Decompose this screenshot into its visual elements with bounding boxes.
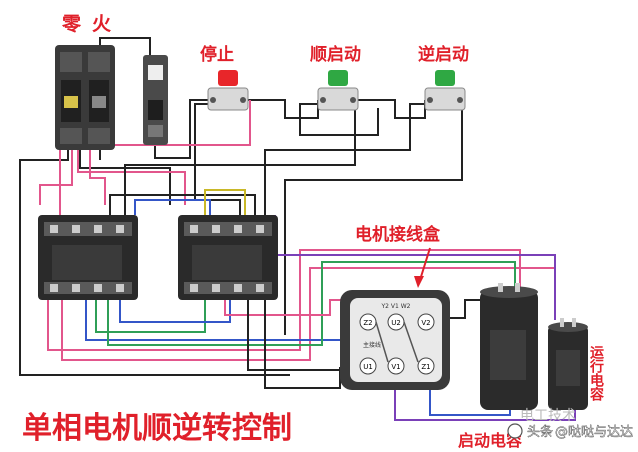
reverse-start-button[interactable]: [424, 70, 466, 111]
svg-text:V1: V1: [391, 363, 400, 371]
wire-live-k1: [89, 150, 106, 205]
internal-link-1: [375, 321, 389, 363]
label-live: 火: [92, 13, 112, 35]
svg-text:Z2: Z2: [363, 319, 372, 327]
label-reverse-start: 逆启动: [418, 44, 469, 65]
wire-interlock-2: [109, 194, 256, 215]
wire-k2-out-a: [224, 299, 350, 316]
watermark-handle: @哒哒与达达: [555, 424, 633, 440]
junction-box-arrow-head: [414, 276, 424, 288]
diagram-title: 单相电机顺逆转控制: [22, 411, 292, 446]
label-stop: 停止: [200, 44, 234, 65]
terminal-z1: Z1: [417, 357, 435, 375]
wire-reverse-bottom: [264, 103, 425, 215]
wire-stop-forward: [248, 99, 319, 119]
contactor-forward: [38, 215, 138, 300]
terminal-plate-header: Y2 V1 W2: [381, 303, 411, 310]
terminal-z2: Z2: [359, 313, 377, 331]
svg-text:V2: V2: [421, 319, 430, 327]
motor-junction-box: Y2 V1 W2 主接线 Z2 U2 V2 U1 V1 Z1: [340, 290, 450, 390]
wire-k1-hold: [134, 199, 211, 215]
svg-text:Z1: Z1: [421, 363, 430, 371]
internal-link-2: [403, 321, 419, 363]
contactor-reverse: [178, 215, 278, 300]
svg-text:U2: U2: [391, 319, 401, 327]
forward-start-button[interactable]: [317, 70, 359, 111]
svg-text:U1: U1: [363, 363, 373, 371]
terminal-v2: V2: [417, 313, 435, 331]
junction-box-arrow: [419, 247, 431, 281]
wire-forward-bottom: [299, 103, 379, 136]
start-capacitor: [480, 283, 538, 410]
wire-reverse-k2: [284, 104, 463, 335]
wire-yellow: [204, 189, 246, 215]
stop-button[interactable]: [207, 70, 249, 111]
wire-live-to-fuse: [99, 37, 151, 160]
wire-k1-out-d: [95, 300, 206, 333]
wire-k1-out-f: [107, 261, 516, 346]
wire-forward-reverse: [355, 99, 426, 119]
circuit-breaker: [55, 45, 115, 150]
terminal-plate-note: 主接线: [363, 341, 381, 349]
wire-k1-out-c: [85, 300, 340, 341]
watermark-logo-icon: [507, 423, 523, 439]
run-capacitor: [548, 318, 588, 410]
watermark: 电工技术 头条 @哒哒与达达: [507, 408, 633, 440]
label-run-capacitor: 运行电容: [588, 345, 605, 401]
wire-neutral-main: [19, 150, 290, 376]
wire-stop-down: [194, 103, 241, 215]
label-start-capacitor: 启动电容: [458, 431, 522, 450]
terminal-u2: U2: [387, 313, 405, 331]
terminal-u1: U1: [359, 357, 377, 375]
wire-k2-neutral: [77, 150, 186, 205]
label-forward-start: 顺启动: [310, 44, 361, 65]
wire-fuse-out: [154, 99, 208, 159]
label-neutral: 零: [61, 13, 82, 35]
label-junction-box: 电机接线盒: [355, 224, 441, 245]
wire-k1-out-a: [47, 249, 521, 351]
watermark-faint-text: 电工技术: [520, 408, 576, 424]
wire-neutral-k1: [39, 150, 73, 205]
fuse-holder: [143, 55, 168, 145]
wire-k1-out-e: [119, 300, 231, 323]
wire-forward-k1: [124, 104, 356, 215]
terminal-v1: V1: [387, 357, 405, 375]
watermark-source: 头条: [527, 424, 553, 440]
